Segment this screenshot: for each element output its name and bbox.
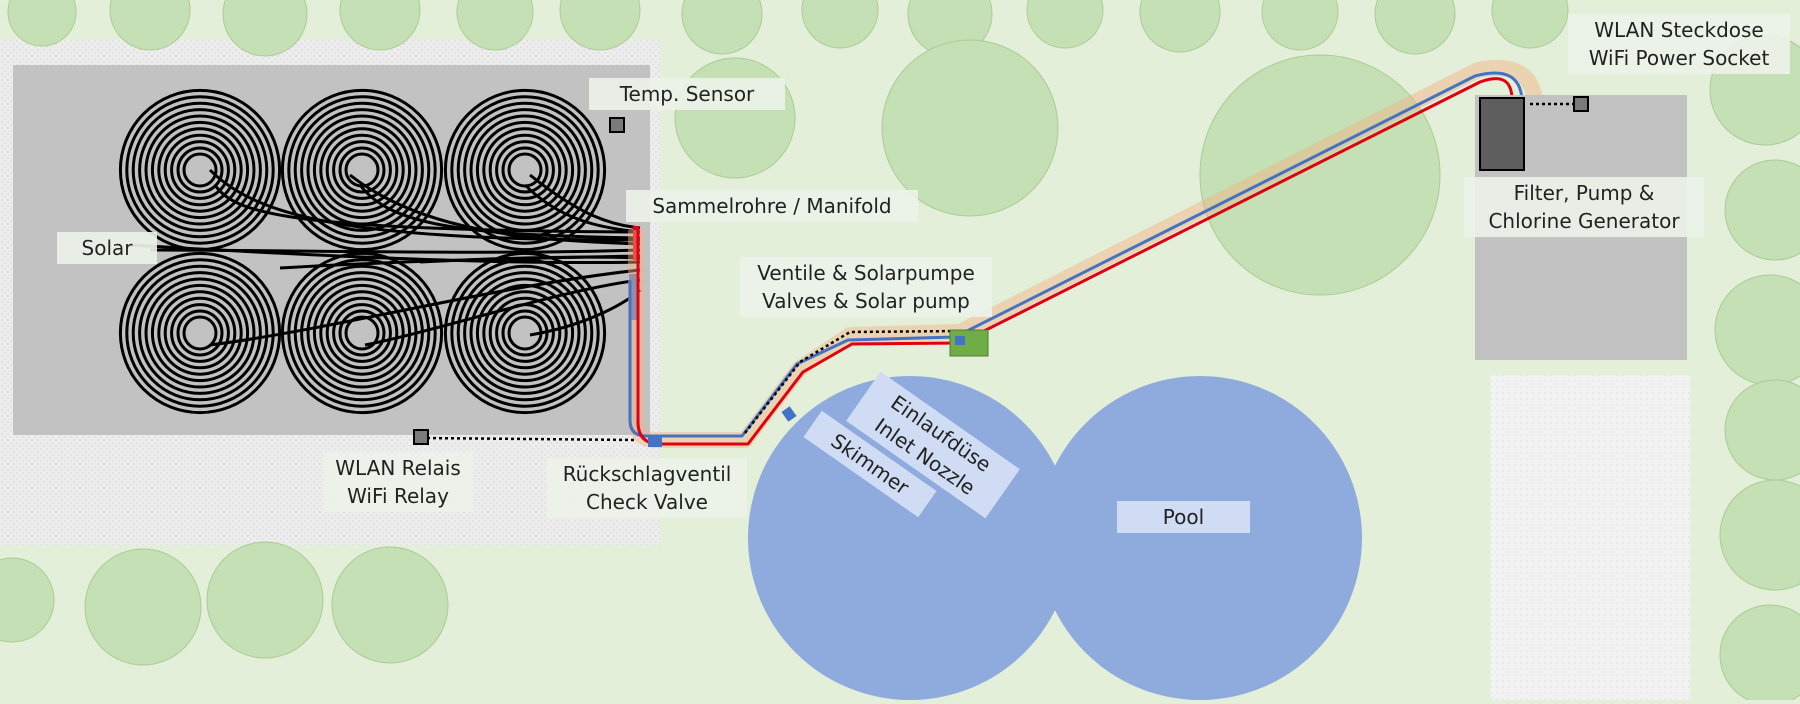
label-temp-sensor: Temp. Sensor	[589, 78, 785, 110]
tree	[1199, 54, 1441, 296]
valve	[955, 336, 965, 345]
tree	[1139, 0, 1221, 53]
tree	[1374, 0, 1456, 55]
tree	[1724, 159, 1800, 261]
solar-collectors	[118, 88, 607, 415]
tree	[559, 0, 641, 51]
tree	[222, 0, 308, 57]
label-manifold: Sammelrohre / Manifold	[626, 190, 918, 222]
collector-hoses	[129, 168, 642, 347]
temp-sensor-icon	[609, 117, 625, 133]
tree	[0, 557, 55, 643]
tree	[1724, 379, 1800, 481]
tree	[881, 39, 1059, 217]
tree	[1719, 604, 1800, 704]
tree	[7, 0, 77, 47]
tree	[1719, 479, 1800, 591]
tree	[674, 57, 796, 179]
check-valve-icon	[648, 437, 662, 447]
tree	[206, 541, 324, 659]
wifi-relay-icon	[413, 429, 429, 445]
tree	[1491, 0, 1569, 49]
skimmer-icon	[781, 406, 797, 422]
tree	[339, 0, 421, 51]
solar-coil	[443, 251, 607, 415]
label-solar: Solar	[57, 232, 157, 264]
wifi-socket-icon	[1573, 96, 1589, 112]
tree	[1026, 0, 1104, 49]
label-filter: Filter, Pump &Chlorine Generator	[1464, 177, 1704, 237]
tree	[456, 0, 534, 51]
tree	[1714, 274, 1800, 386]
manifold-hot	[633, 226, 639, 260]
pool-basin-right	[1038, 376, 1362, 700]
label-pool: Pool	[1117, 501, 1250, 533]
tree	[84, 548, 202, 666]
manifold-cold	[629, 274, 637, 320]
paved-path	[1490, 375, 1690, 700]
solar-coil	[443, 88, 607, 252]
tree	[801, 0, 879, 49]
solar-coil	[118, 251, 282, 415]
tree	[331, 546, 449, 664]
tree	[1261, 0, 1339, 51]
tree	[681, 0, 763, 55]
solar-coil	[280, 251, 444, 415]
filter-unit	[1479, 97, 1525, 171]
tree	[109, 0, 191, 51]
